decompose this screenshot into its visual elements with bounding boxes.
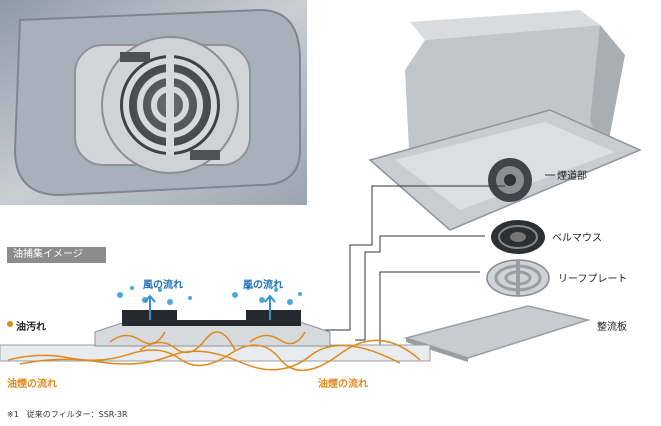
oil-capture-image-tag: 油捕集イメージ (7, 247, 106, 263)
oil-capture-cross-section (0, 286, 431, 372)
bellmouth-label: ベルマウス (552, 233, 602, 244)
hood-closeup-photo (0, 0, 307, 205)
oil-stain-dot (7, 321, 13, 327)
oil-stain-label: 油汚れ (16, 322, 46, 333)
rectifier-label: 整流板 (597, 322, 627, 333)
wind-flow-label-2: 風の流れ (243, 280, 283, 291)
bellmouth-part (491, 220, 545, 254)
exhaust-label: 煙道部 (557, 171, 587, 182)
leaf-plate-part (486, 259, 550, 297)
oil-smoke-flow-left-label: 油煙の流れ (7, 379, 57, 390)
leaf-plate-label: リーフプレート (558, 274, 628, 285)
footnote: ※1 従来のフィルター：SSR-3R (7, 410, 128, 419)
wind-flow-label-1: 風の流れ (143, 280, 183, 291)
oil-smoke-flow-right-label: 油煙の流れ (318, 379, 368, 390)
rectifier-plate-part (403, 305, 591, 362)
range-hood-illustration (368, 10, 642, 231)
